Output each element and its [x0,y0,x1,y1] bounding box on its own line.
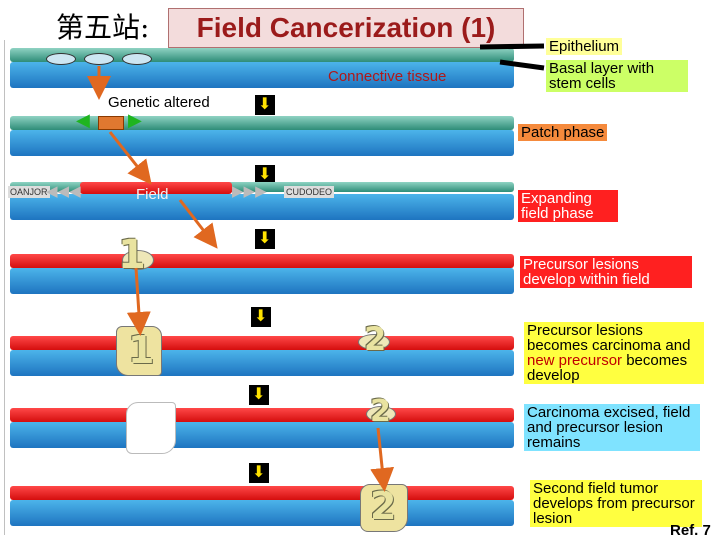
phase-label-second-tumor-text: Second field tumor develops from precurs… [533,480,695,527]
new-precursor-highlight: new precursor [527,352,623,369]
lesion-number-1-row4: 1 [118,232,146,278]
down-arrow-icon-4 [250,306,272,328]
epithelium-layer-row3 [10,182,514,192]
precursor-lesion-1 [122,250,154,270]
left-guide-line [4,40,5,535]
reference-label: Ref. 7 [670,522,711,539]
connective-layer-row6 [10,422,514,448]
down-arrow-icon-3 [254,228,276,250]
arrow-field-to-precursor [178,199,218,249]
stem-cell-1 [46,53,76,65]
phase-label-carcinoma: Precursor lesions becomes carcinoma and … [524,322,704,384]
precursor-lesion-2 [358,334,390,350]
connective-layer-row4 [10,268,514,294]
precursor-lesion-2-row6 [366,406,396,422]
connective-layer-row2 [10,130,514,156]
left-tag: OANJOR [8,186,50,198]
arrow-precursor-to-carcinoma [126,267,151,336]
down-arrow-icon-2 [254,164,276,186]
lesion-number-2-row6: 2 [370,394,391,429]
down-arrow-icon-5 [248,384,270,406]
down-arrow-icon-1 [254,94,276,116]
phase-label-second-tumor: Second field tumor develops from precurs… [530,480,702,527]
field-label: Field [136,186,169,203]
field-layer-row3 [80,182,232,194]
epithelium-label: Epithelium [546,38,623,55]
patch [98,116,124,130]
connective-layer-row7 [10,500,514,526]
genetic-altered-label: Genetic altered [106,94,212,111]
epithelium-pointer [480,43,545,50]
lesion-number-2-row5: 2 [364,320,387,358]
phase-label-expanding: Expanding field phase [518,190,618,222]
arrow-precursor2-to-tumor [370,427,395,492]
stem-cell-3 [122,53,152,65]
basal-pointer [499,59,545,71]
phase-label-patch: Patch phase [518,124,608,141]
epithelium-layer-row2 [10,116,514,130]
pointer-lines [480,43,545,71]
second-tumor [360,484,408,532]
down-arrow-icon-6 [248,462,270,484]
basal-layer-label: Basal layer with stem cells [546,60,688,92]
connective-layer-row5 [10,350,514,376]
grey-arrows-left-icon: ◀◀◀ [46,183,81,200]
title-prefix: 第五站: [56,11,150,44]
phase-label-excised-text: Carcinoma excised, field and precursor l… [527,404,691,451]
phase-label-carcinoma-tail: becomes develop [527,352,688,384]
phase-label-precursor: Precursor lesions develop within field [520,256,692,288]
arrow-patch-to-field [108,131,152,185]
phase-label-excised: Carcinoma excised, field and precursor l… [524,404,700,451]
connective-layer-row3 [10,194,514,220]
right-tag: CUDODEO [284,186,335,198]
phase-label-precursor-text: Precursor lesions develop within field [523,256,650,288]
phase-label-carcinoma-text: Precursor lesions becomes carcinoma and [527,322,691,354]
green-arrow-left-icon: ◀ [76,110,90,130]
excised-gap [126,402,176,454]
grey-arrows-right-icon: ▶▶▶ [232,183,267,200]
stem-cell-2 [84,53,114,65]
connective-tissue-label: Connective tissue [328,68,447,85]
page-title: Field Cancerization (1) [168,8,524,48]
green-arrow-right-icon: ▶ [128,110,142,130]
